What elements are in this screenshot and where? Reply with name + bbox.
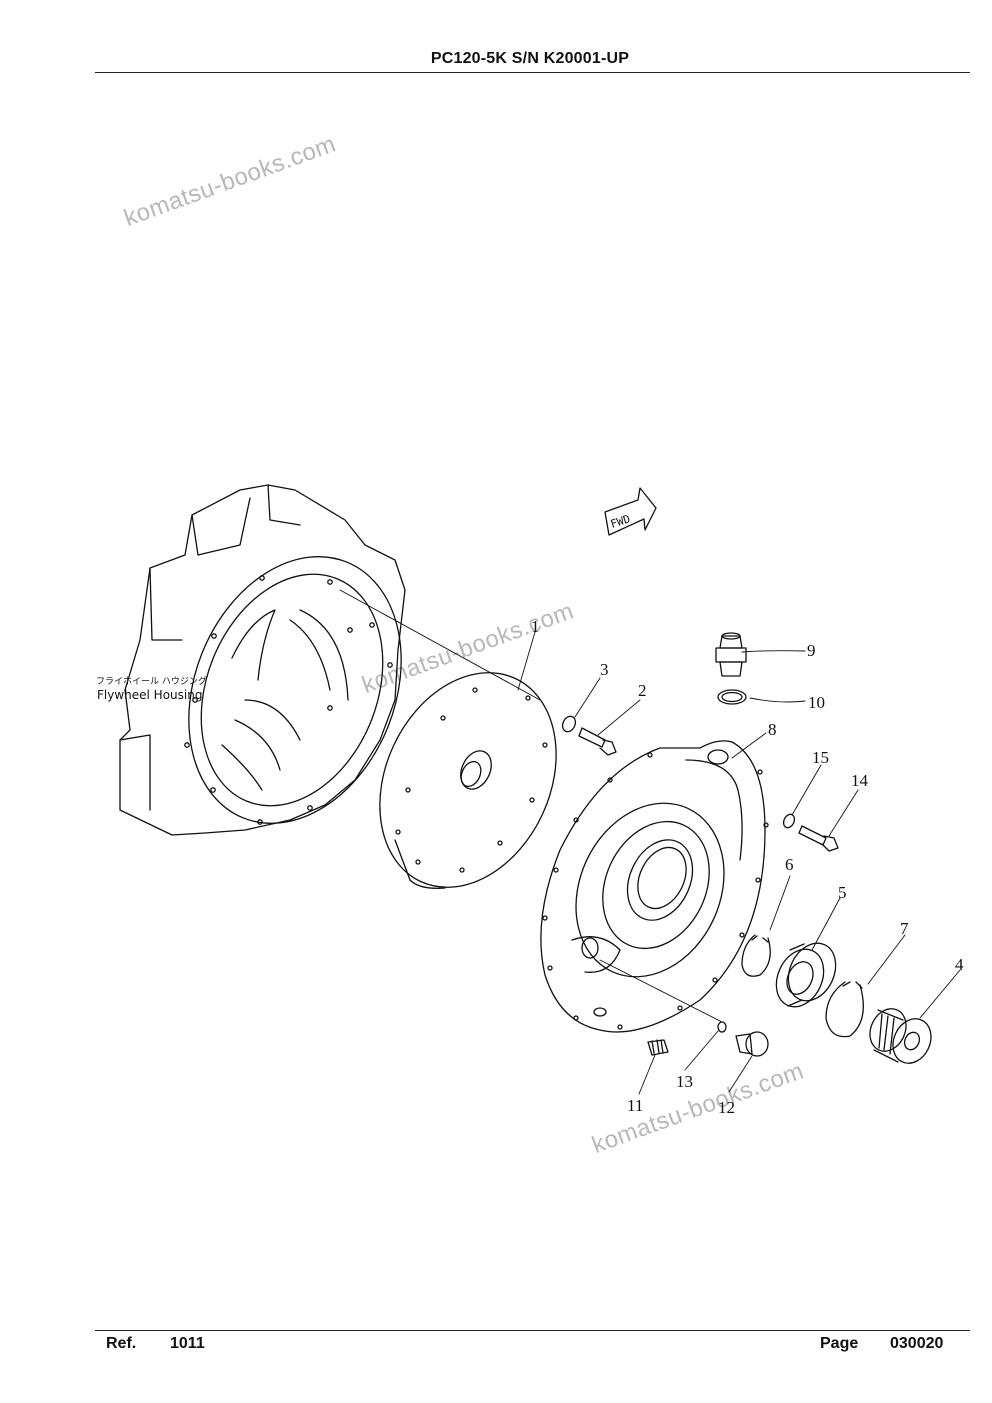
header-rule [95,72,970,73]
fwd-arrow-icon [604,487,657,536]
fwd-label: FWD [609,512,632,531]
callout-10: 10 [808,693,825,712]
callout-1: 1 [531,617,540,636]
plate-part-1 [379,672,557,889]
callout-12: 12 [718,1098,735,1117]
callout-2: 2 [638,681,647,700]
ref-label: Ref. [106,1335,137,1352]
breather-part-9 [715,632,747,677]
ref-value: 1011 [170,1335,205,1352]
caption-en: Flywheel Housing [97,688,202,702]
flywheel-housing-drawing [119,484,406,836]
washer-part-3 [561,715,577,733]
snap-ring-part-6 [741,934,771,977]
bolt-part-2 [578,727,617,756]
footer-rule [95,1330,970,1331]
callout-9: 9 [807,641,816,660]
coupling-part-4 [869,1008,932,1064]
washer-part-15 [782,813,796,829]
callout-13: 13 [676,1072,693,1091]
o-ring-part-13 [717,1021,727,1033]
callout-3: 3 [600,660,609,679]
callout-6: 6 [785,855,794,874]
bolt-part-14 [798,825,839,852]
leader-lines [517,631,961,1095]
callout-11: 11 [627,1096,643,1115]
page-value: 030020 [890,1335,944,1352]
snap-ring-part-7 [825,981,864,1038]
callout-8: 8 [768,720,777,739]
callout-5: 5 [838,883,847,902]
plug-part-12 [735,1031,769,1057]
cover-part-8 [540,740,769,1033]
callout-15: 15 [812,748,829,767]
plug-part-11 [647,1039,669,1056]
page-title: PC120-5K S/N K20001-UP [430,50,630,67]
bearing-part-5 [775,942,837,1008]
callout-4: 4 [955,955,964,974]
callout-14: 14 [851,771,869,790]
o-ring-part-10 [717,689,747,705]
callout-7: 7 [900,919,909,938]
caption-jp: フライホイール ハウジング [96,675,207,687]
callout-numbers: 1 2 3 4 5 6 7 8 9 10 11 12 13 14 15 [531,617,964,1117]
page-label: Page [820,1335,859,1352]
